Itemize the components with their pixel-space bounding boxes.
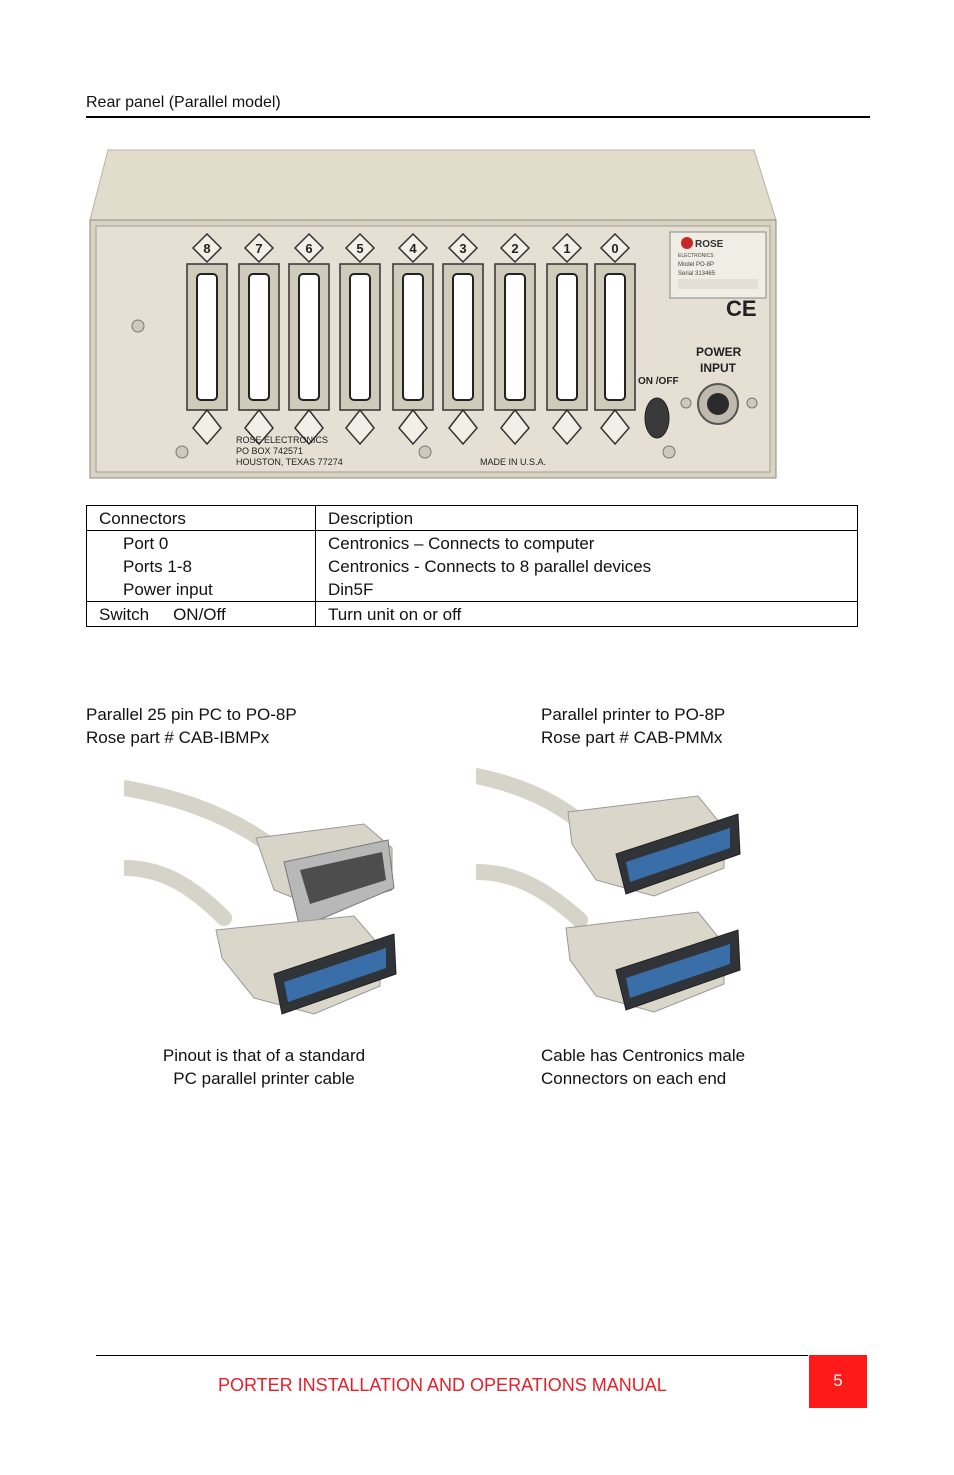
- centronics-port: 1: [546, 232, 588, 446]
- centronics-to-centronics-cable-image: [468, 766, 742, 1029]
- centronics-port: 7: [238, 232, 280, 446]
- port-label: 8: [203, 241, 210, 256]
- port-label: 2: [511, 241, 518, 256]
- table-cell-line: Power input: [123, 580, 213, 599]
- port-bottom-badge: [448, 408, 478, 446]
- centronics-port: 4: [392, 232, 434, 446]
- power-label-2: INPUT: [700, 361, 737, 375]
- screw-icon: [131, 319, 758, 459]
- rose-logo-icon: [681, 237, 693, 249]
- right-cable-caption-line: Connectors on each end: [541, 1069, 727, 1088]
- port-bottom-badge: [244, 408, 274, 446]
- rear-panel-illustration: 8 7 6 5 4 3 2 1 0 ROSE ELECTRONICS Model PO-8P S…: [86, 148, 778, 482]
- right-cable-caption: Cable has Centronics male Connectors on …: [541, 1044, 745, 1090]
- table-cell-line: Centronics - Connects to 8 parallel devi…: [328, 557, 652, 576]
- right-cable-part-line: Rose part # CAB-PMMx: [541, 728, 723, 747]
- table-cell-line: Port 0: [123, 534, 169, 553]
- ce-mark: CE: [726, 296, 757, 321]
- port-bottom-badge: [192, 408, 222, 446]
- port-bottom-badge: [552, 408, 582, 446]
- port-bottom-badge: [600, 408, 630, 446]
- table-cell-text: Switch: [99, 605, 150, 624]
- port-connector-slot: [248, 273, 270, 401]
- port-label: 7: [255, 241, 262, 256]
- table-cell-line: Din5F: [328, 580, 374, 599]
- connectors-table: Connectors Description Port 0 Ports 1-8 …: [86, 505, 858, 627]
- port-group: 8 7 6 5 4 3 2 1 0: [186, 232, 636, 446]
- footer-text: PORTER INSTALLATION AND OPERATIONS MANUA…: [218, 1375, 667, 1395]
- section-title: Rear panel (Parallel model): [86, 94, 870, 118]
- address-line-1: ROSE ELECTRONICS: [236, 435, 328, 445]
- brand-text: ROSE: [695, 239, 724, 250]
- port-label-badge: [397, 232, 429, 264]
- centronics-port: 0: [594, 232, 636, 446]
- right-cable-title: Parallel printer to PO-8P Rose part # CA…: [541, 703, 725, 749]
- port-bottom-badge: [294, 408, 324, 446]
- port-connector-slot: [556, 273, 578, 401]
- table-cell: Port 0 Ports 1-8 Power input: [86, 530, 316, 602]
- footer-divider: [96, 1355, 808, 1356]
- table-header-row: Connectors Description: [86, 505, 858, 531]
- port-connector-slot: [196, 273, 218, 401]
- serial-text: Serial 313465: [678, 271, 716, 277]
- port-label: 5: [356, 241, 363, 256]
- port-label: 3: [459, 241, 466, 256]
- port-label-badge: [344, 232, 376, 264]
- table-cell: Centronics – Connects to computer Centro…: [315, 530, 858, 602]
- power-label-1: POWER: [696, 345, 742, 359]
- right-cable-caption-line: Cable has Centronics male: [541, 1046, 746, 1065]
- table-row: Switch ON/Off Turn unit on or off: [86, 601, 858, 627]
- port-bottom-badge: [500, 408, 530, 446]
- table-cell-line: Ports 1-8: [123, 557, 192, 576]
- model-text: Model PO-8P: [678, 262, 714, 268]
- brand-sub-text: ELECTRONICS: [678, 253, 714, 259]
- port-bottom-badge: [345, 408, 375, 446]
- port-label: 6: [305, 241, 312, 256]
- port-connector-slot: [402, 273, 424, 401]
- left-cable-caption: Pinout is that of a standard PC parallel…: [124, 1044, 404, 1090]
- table-header-cell: Connectors: [86, 505, 316, 531]
- left-cable-title: Parallel 25 pin PC to PO-8P Rose part # …: [86, 703, 297, 749]
- port-label-badge: [599, 232, 631, 264]
- port-label-badge: [191, 232, 223, 264]
- table-cell-line: Centronics – Connects to computer: [328, 534, 595, 553]
- right-cable-title-line: Parallel printer to PO-8P: [541, 705, 726, 724]
- port-bottom-badge: [398, 408, 428, 446]
- port-label-badge: [293, 232, 325, 264]
- made-in-text: MADE IN U.S.A.: [480, 457, 546, 467]
- address-line-2: PO BOX 742571: [236, 446, 303, 456]
- table-header-cell: Description: [315, 505, 858, 531]
- port-label: 0: [611, 241, 618, 256]
- centronics-port: 2: [494, 232, 536, 446]
- centronics-port: 6: [288, 232, 330, 446]
- port-connector-slot: [349, 273, 371, 401]
- left-cable-title-line: Parallel 25 pin PC to PO-8P: [86, 705, 297, 724]
- port-connector-slot: [504, 273, 526, 401]
- table-row: Port 0 Ports 1-8 Power input Centronics …: [86, 530, 858, 602]
- power-switch: [644, 397, 670, 439]
- page-number: 5: [809, 1355, 867, 1408]
- port-label: 4: [409, 241, 417, 256]
- port-connector-slot: [298, 273, 320, 401]
- port-label-badge: [551, 232, 583, 264]
- address-line-3: HOUSTON, TEXAS 77274: [236, 457, 343, 467]
- centronics-port: 5: [339, 232, 381, 446]
- port-label-badge: [243, 232, 275, 264]
- port-connector-slot: [452, 273, 474, 401]
- left-cable-part-line: Rose part # CAB-IBMPx: [86, 728, 270, 747]
- port-connector-slot: [604, 273, 626, 401]
- table-cell: Turn unit on or off: [315, 601, 858, 627]
- left-cable-caption-line: Pinout is that of a standard: [162, 1046, 366, 1065]
- db25-to-centronics-cable-image: [116, 778, 400, 1031]
- port-label: 1: [563, 241, 570, 256]
- port-label-badge: [499, 232, 531, 264]
- left-cable-caption-line: PC parallel printer cable: [173, 1069, 355, 1088]
- onoff-label: ON /OFF: [638, 376, 679, 387]
- table-cell: Switch ON/Off: [86, 601, 316, 627]
- centronics-port: 8: [186, 232, 228, 446]
- port-label-badge: [447, 232, 479, 264]
- table-cell-text: ON/Off: [173, 605, 226, 624]
- centronics-port: 3: [442, 232, 484, 446]
